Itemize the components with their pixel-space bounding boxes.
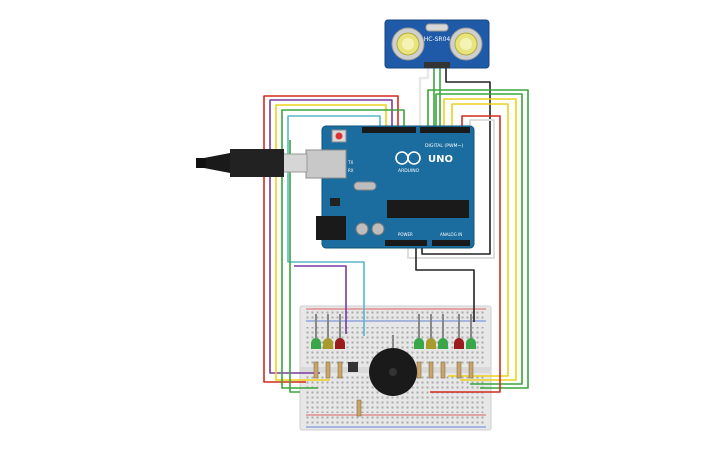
rx-label: RX (348, 168, 354, 173)
wire-green-left (281, 109, 405, 389)
tx-label: TX (347, 160, 353, 165)
brand-label: ARDUINO (398, 168, 420, 174)
digital-label: DIGITAL (PWM~) (425, 143, 463, 149)
wire-green-right-1 (427, 89, 529, 389)
wire-yellow-right-2 (448, 103, 509, 377)
wires (263, 68, 529, 393)
buzzer (369, 335, 417, 396)
usb-port[interactable] (305, 149, 347, 179)
arduino-board[interactable]: DIGITAL (PWM~) UNO ARDUINO TX RX POWER A… (305, 125, 475, 249)
microcontroller-chip (387, 200, 469, 218)
led-yellow-icon (426, 314, 436, 349)
power-label: POWER (398, 232, 413, 237)
led-group-right (414, 314, 476, 349)
wire-green-bottom (289, 140, 300, 393)
wire-green-right-2 (435, 93, 523, 385)
led-green-icon (311, 314, 321, 349)
wire-purple-inner (294, 265, 347, 334)
reset-button-icon[interactable] (335, 132, 343, 140)
led-green-icon (438, 314, 448, 349)
power-jack[interactable] (316, 216, 346, 240)
resistors (313, 361, 474, 417)
ultrasonic-sensor[interactable]: HC-SR04 (384, 19, 490, 69)
wire-red-left (263, 95, 399, 383)
usb-cable (196, 149, 308, 177)
led-group-left (311, 314, 345, 349)
led-red-icon (454, 314, 464, 349)
led-green-icon (414, 314, 424, 349)
wire-sensor-gnd (421, 68, 491, 255)
wire-black-gnd (415, 246, 475, 322)
wire-white-right (407, 119, 495, 259)
arduino-logo-icon (395, 151, 421, 165)
wire-yellow-left (275, 104, 387, 381)
push-button[interactable] (348, 362, 358, 372)
analog-label: ANALOG IN (440, 232, 462, 237)
led-green-icon (466, 314, 476, 349)
wire-teal (287, 115, 381, 336)
wire-sensor-vcc (418, 68, 430, 128)
wire-yellow-right (443, 98, 517, 381)
uno-label: UNO (428, 154, 453, 165)
sensor-model-label: HC-SR04 (424, 36, 451, 43)
wire-red-right (430, 115, 501, 393)
led-yellow-icon (323, 314, 333, 349)
led-red-icon (335, 314, 345, 349)
